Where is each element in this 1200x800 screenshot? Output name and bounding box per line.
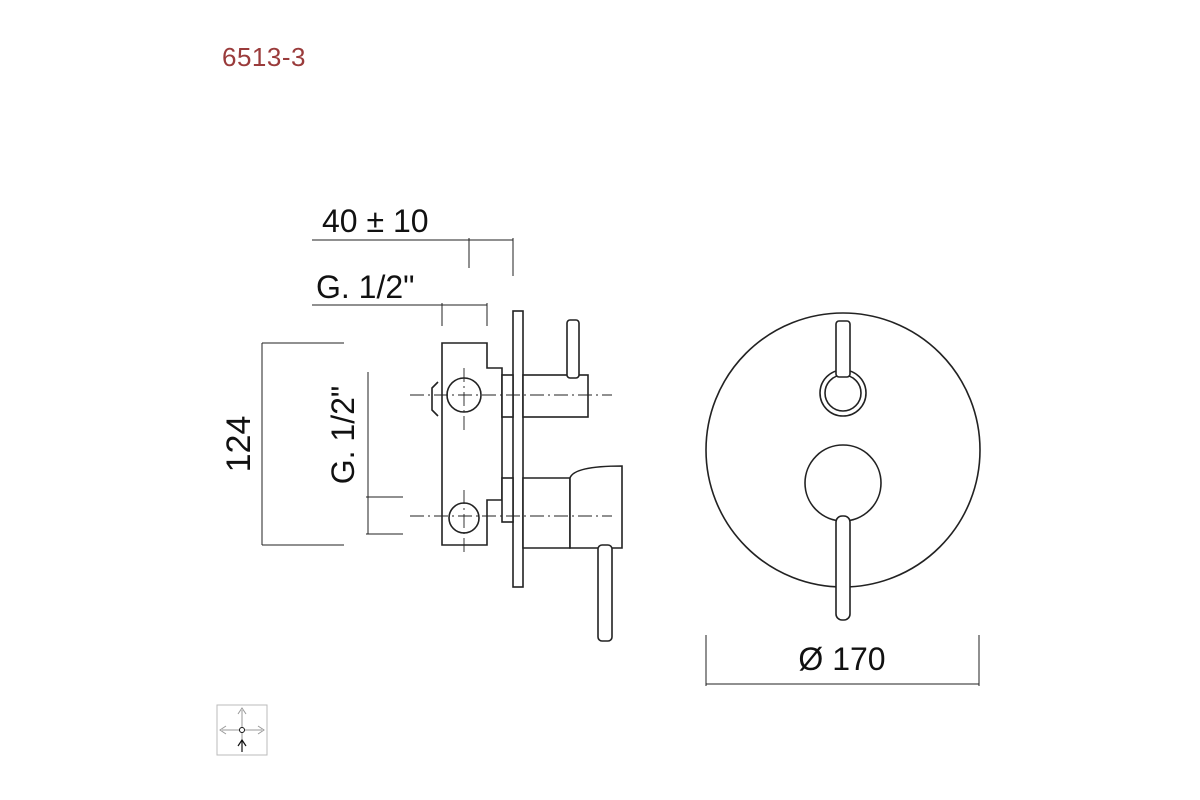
diverter-lever bbox=[566, 319, 580, 379]
mixer-lever bbox=[597, 544, 613, 642]
model-code: 6513-3 bbox=[222, 42, 306, 72]
dimension-diameter: Ø 170 bbox=[705, 635, 980, 686]
mounting-arrows-icon bbox=[216, 704, 268, 756]
dimension-connection-vertical-label: G. 1/2" bbox=[325, 386, 361, 485]
diverter-ring-inner bbox=[824, 374, 862, 412]
diverter-spindle bbox=[501, 374, 514, 418]
dimension-height-label: 124 bbox=[220, 416, 258, 473]
diverter-handle bbox=[835, 320, 851, 378]
side-view bbox=[410, 310, 623, 642]
dimension-depth-label: 40 ± 10 bbox=[322, 203, 429, 239]
dimension-diameter-label: Ø 170 bbox=[798, 641, 885, 677]
diverter-collar bbox=[522, 374, 589, 418]
mixer-knob bbox=[804, 444, 882, 522]
wall-plate bbox=[512, 310, 524, 588]
front-view bbox=[705, 312, 981, 621]
dimension-height: 124 bbox=[220, 342, 344, 546]
dimension-connection-horizontal: G. 1/2" bbox=[312, 269, 488, 326]
dimension-depth: 40 ± 10 bbox=[312, 203, 514, 276]
mixer-handle-body bbox=[569, 465, 623, 549]
side-lug-icon bbox=[431, 381, 439, 417]
dimension-connection-horizontal-label: G. 1/2" bbox=[316, 269, 415, 305]
dimension-connection-vertical: G. 1/2" bbox=[325, 372, 403, 535]
mixer-handle bbox=[835, 515, 851, 621]
mixer-spindle bbox=[501, 477, 514, 523]
mixer-collar bbox=[522, 477, 571, 549]
